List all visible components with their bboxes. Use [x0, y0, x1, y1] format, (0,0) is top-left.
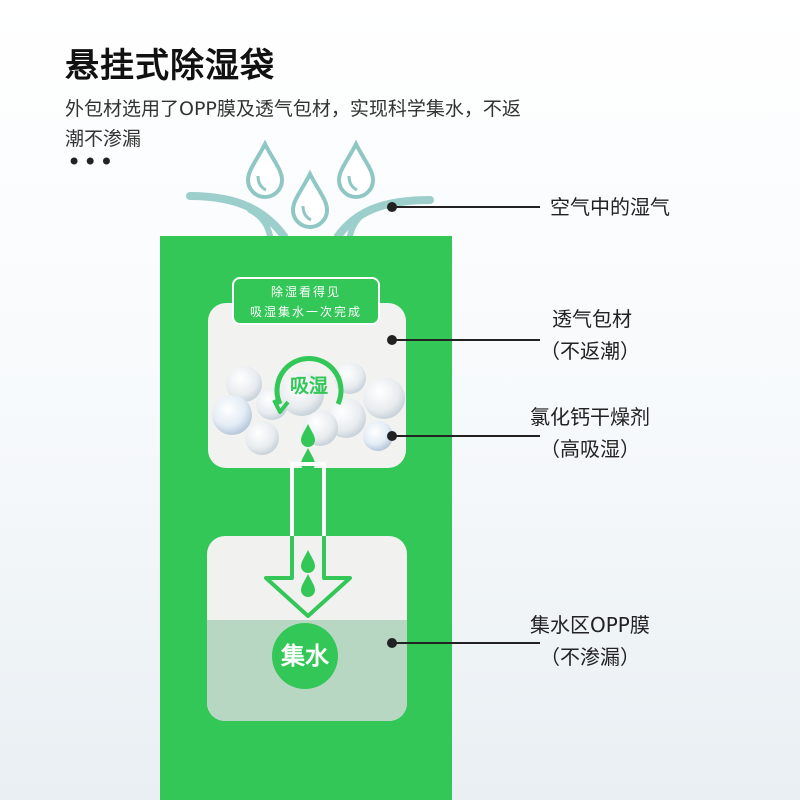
absorb-badge: 吸湿 [289, 375, 328, 397]
page-subtitle: 外包材选用了OPP膜及透气包材，实现科学集水，不返潮不渗漏 [65, 98, 521, 150]
moisture-wave-icon [186, 192, 288, 240]
callout-dot [387, 431, 397, 441]
water-drop-icon [245, 139, 285, 199]
label-collect-sub: （不渗漏） [540, 645, 640, 669]
collect-badge: 集水 [272, 623, 338, 689]
callout-dot [387, 202, 397, 212]
label-breathable-sub: （不返潮） [540, 339, 640, 363]
label-desiccant: 氯化钙干燥剂 [530, 405, 650, 429]
label-collect: 集水区OPP膜 [530, 613, 650, 637]
water-drop-icon [290, 169, 330, 229]
banner-line-2: 吸湿集水一次完成 [249, 305, 362, 319]
product-banner: 除湿看得见 吸湿集水一次完成 [232, 277, 380, 325]
cycle-arrow-icon [274, 355, 344, 406]
callout-dot [387, 638, 397, 648]
page-title: 悬挂式除湿袋 [65, 46, 275, 86]
dots-decoration: ••• [67, 148, 116, 176]
water-drop-icon [336, 139, 376, 199]
callout-dot [387, 335, 397, 345]
desiccant-balls [212, 362, 405, 455]
label-breathable: 透气包材 [552, 307, 632, 331]
banner-line-1: 除湿看得见 [270, 285, 341, 299]
label-moisture: 空气中的湿气 [550, 195, 670, 219]
label-desiccant-sub: （高吸湿） [540, 437, 640, 461]
